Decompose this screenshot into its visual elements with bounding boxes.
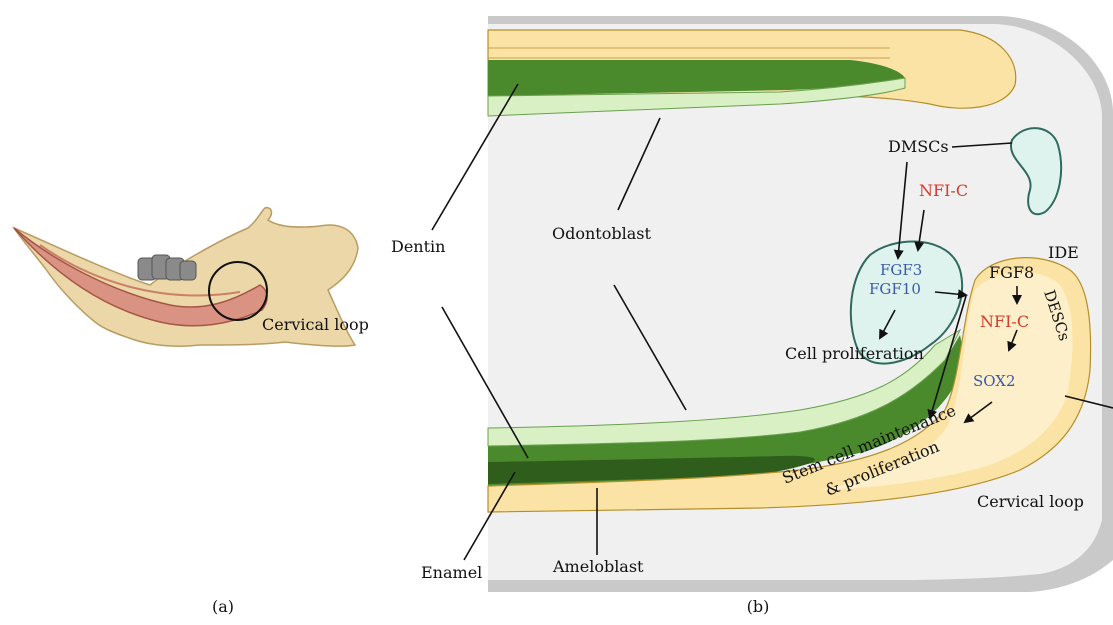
fgf3-label: FGF3 — [880, 261, 922, 279]
dmscs-label: DMSCs — [888, 137, 949, 156]
odontoblast-label: Odontoblast — [552, 224, 651, 243]
fgf8-label: FGF8 — [989, 263, 1034, 282]
panel-a-cervical-loop-label: Cervical loop — [262, 315, 369, 334]
cervical-loop-label: Cervical loop — [977, 492, 1084, 511]
panel-b-caption: (b) — [747, 597, 770, 616]
ameloblast-label: Ameloblast — [552, 557, 644, 576]
ide-label: IDE — [1048, 243, 1079, 262]
dentin-label: Dentin — [391, 237, 445, 256]
nfic-right-label: NFI-C — [980, 312, 1029, 331]
cell-proliferation-label: Cell proliferation — [785, 344, 924, 363]
nfic-top-label: NFI-C — [919, 181, 968, 200]
panel-a: Cervical loop (a) — [14, 208, 369, 616]
sox2-label: SOX2 — [973, 372, 1016, 390]
enamel-label: Enamel — [421, 563, 482, 582]
panel-b: Dentin Odontoblast DMSCs NFI-C FGF3 FGF1… — [391, 16, 1113, 616]
fgf10-label: FGF10 — [869, 280, 921, 298]
panel-a-caption: (a) — [212, 597, 234, 616]
molar-teeth — [138, 255, 196, 280]
